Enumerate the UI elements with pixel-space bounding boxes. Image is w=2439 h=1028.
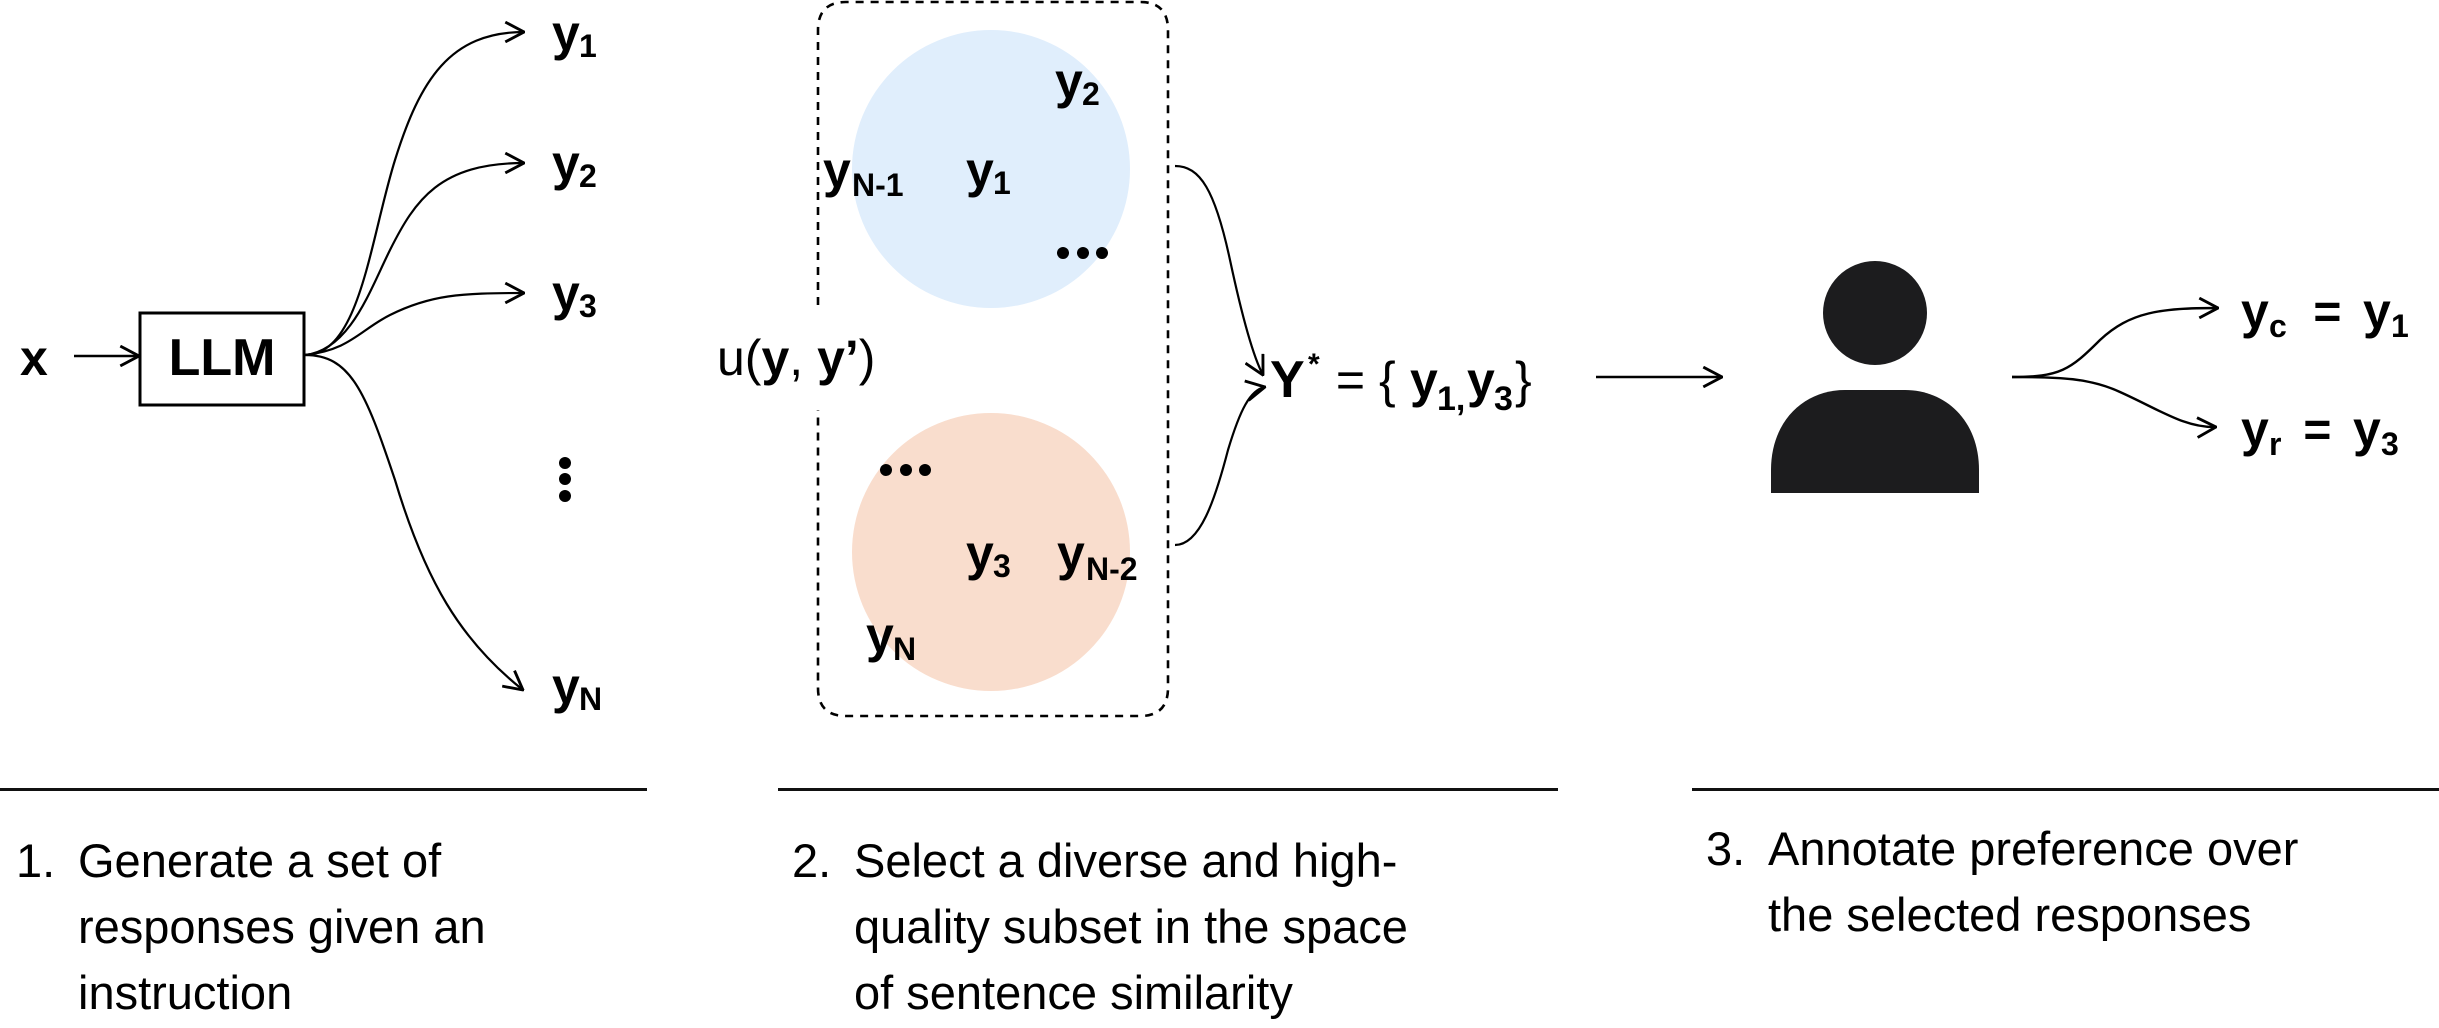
rejected-arrow (2011, 375, 2216, 427)
select-arrow-top (1174, 164, 1263, 375)
svg-text:y: y (966, 142, 994, 198)
cluster-blue: y 2 y N-1 y 1 (823, 30, 1130, 308)
caption-step3: 3. Annotate preference over the selected… (1706, 816, 2436, 956)
input-x: x (20, 330, 48, 386)
branch-arrow-y2 (304, 163, 524, 357)
svg-text:1: 1 (993, 165, 1011, 201)
similarity-function: u(y, y’) (717, 330, 875, 386)
svg-text:y: y (823, 142, 851, 198)
caption-number: 2. (792, 834, 832, 887)
svg-text:3: 3 (993, 548, 1011, 584)
caption-number: 3. (1706, 822, 1746, 875)
divider-step2 (778, 788, 1558, 791)
caption-step1: 1. Generate a set of responses given an … (16, 828, 636, 1028)
svg-text:2: 2 (1082, 76, 1100, 112)
svg-text:N-1: N-1 (852, 167, 904, 203)
svg-text:=: = (2290, 404, 2345, 457)
cluster-orange-circle (852, 413, 1130, 691)
svg-text:y: y (552, 658, 580, 714)
output-y2: y 2 (552, 135, 597, 194)
output-yn: y N (552, 658, 602, 717)
step1-generation: x LLM y 1 y 2 y 3 y N (20, 5, 602, 717)
caption-text: Select a diverse and high- quality subse… (854, 834, 1408, 1019)
branch-arrow-y3 (304, 293, 524, 357)
svg-text:2: 2 (579, 158, 597, 194)
cluster-orange: y 3 y N-2 y N (852, 413, 1138, 691)
branch-arrow-yn (304, 353, 523, 690)
divider-step3 (1692, 788, 2439, 791)
step3-annotation: y c = y 1 y r = y 3 (1771, 261, 2409, 493)
svg-text:3: 3 (2381, 426, 2399, 462)
selected-subset: Y * = { y 1, y 3 } (1270, 348, 1532, 418)
svg-text:N-2: N-2 (1086, 551, 1138, 587)
caption-text: Annotate preference over the selected re… (1768, 822, 2299, 941)
svg-text:N: N (579, 681, 602, 717)
branch-arrow-y1 (304, 32, 524, 357)
caption-step2: 2. Select a diverse and high- quality su… (792, 828, 1552, 1028)
svg-text:y: y (2353, 401, 2381, 457)
chosen-response: y c = y 1 (2241, 283, 2409, 344)
cluster-item-y2: y 2 (1055, 53, 1100, 112)
embedding-space-box (816, 0, 1170, 718)
step2-selection: u(y, y’) y 2 y N-1 y 1 (717, 0, 1722, 718)
svg-text:y: y (2241, 401, 2269, 457)
horizontal-ellipsis-icon (1057, 247, 1108, 259)
svg-text:1,: 1, (1437, 380, 1465, 418)
svg-text:y: y (2241, 283, 2269, 339)
output-y3: y 3 (552, 265, 597, 324)
cluster-item-y3: y 3 (966, 525, 1011, 584)
svg-text:1: 1 (579, 28, 597, 64)
cluster-item-yn-1: y N-1 (823, 142, 904, 203)
svg-text:y: y (1410, 352, 1438, 408)
svg-text:y: y (1467, 352, 1495, 408)
cluster-item-y1: y 1 (966, 142, 1011, 201)
rejected-response: y r = y 3 (2241, 401, 2399, 462)
svg-text:y: y (2363, 283, 2391, 339)
svg-text:y: y (966, 525, 994, 581)
svg-text:r: r (2269, 426, 2281, 462)
svg-text:y: y (552, 135, 580, 191)
svg-text:*: * (1308, 348, 1320, 381)
svg-text:= {: = { (1322, 352, 1396, 408)
caption-text: Generate a set of responses given an ins… (78, 834, 486, 1019)
svg-text:1: 1 (2391, 308, 2409, 344)
svg-text:c: c (2269, 308, 2287, 344)
horizontal-ellipsis-icon (880, 464, 931, 476)
svg-text:y: y (552, 265, 580, 321)
svg-text:y: y (1055, 53, 1083, 109)
svg-text:}: } (1515, 352, 1532, 408)
cluster-item-yn-2: y N-2 (1057, 525, 1138, 587)
caption-number: 1. (16, 834, 56, 887)
svg-text:3: 3 (579, 288, 597, 324)
svg-text:Y: Y (1270, 351, 1305, 409)
svg-text:=: = (2300, 286, 2355, 339)
svg-text:y: y (1057, 525, 1085, 581)
llm-label: LLM (169, 329, 276, 387)
svg-text:y: y (866, 607, 894, 663)
output-y1: y 1 (552, 5, 597, 64)
vertical-ellipsis-icon (559, 457, 571, 502)
svg-text:3: 3 (1494, 380, 1513, 418)
select-arrow-bottom (1174, 387, 1265, 547)
llm-box (138, 311, 306, 407)
chosen-arrow (2011, 308, 2218, 379)
cluster-item-yn: y N (866, 607, 916, 667)
svg-text:N: N (893, 631, 916, 667)
svg-text:y: y (552, 5, 580, 61)
person-icon (1771, 261, 1979, 493)
divider-step1 (0, 788, 647, 791)
cluster-blue-circle (852, 30, 1130, 308)
